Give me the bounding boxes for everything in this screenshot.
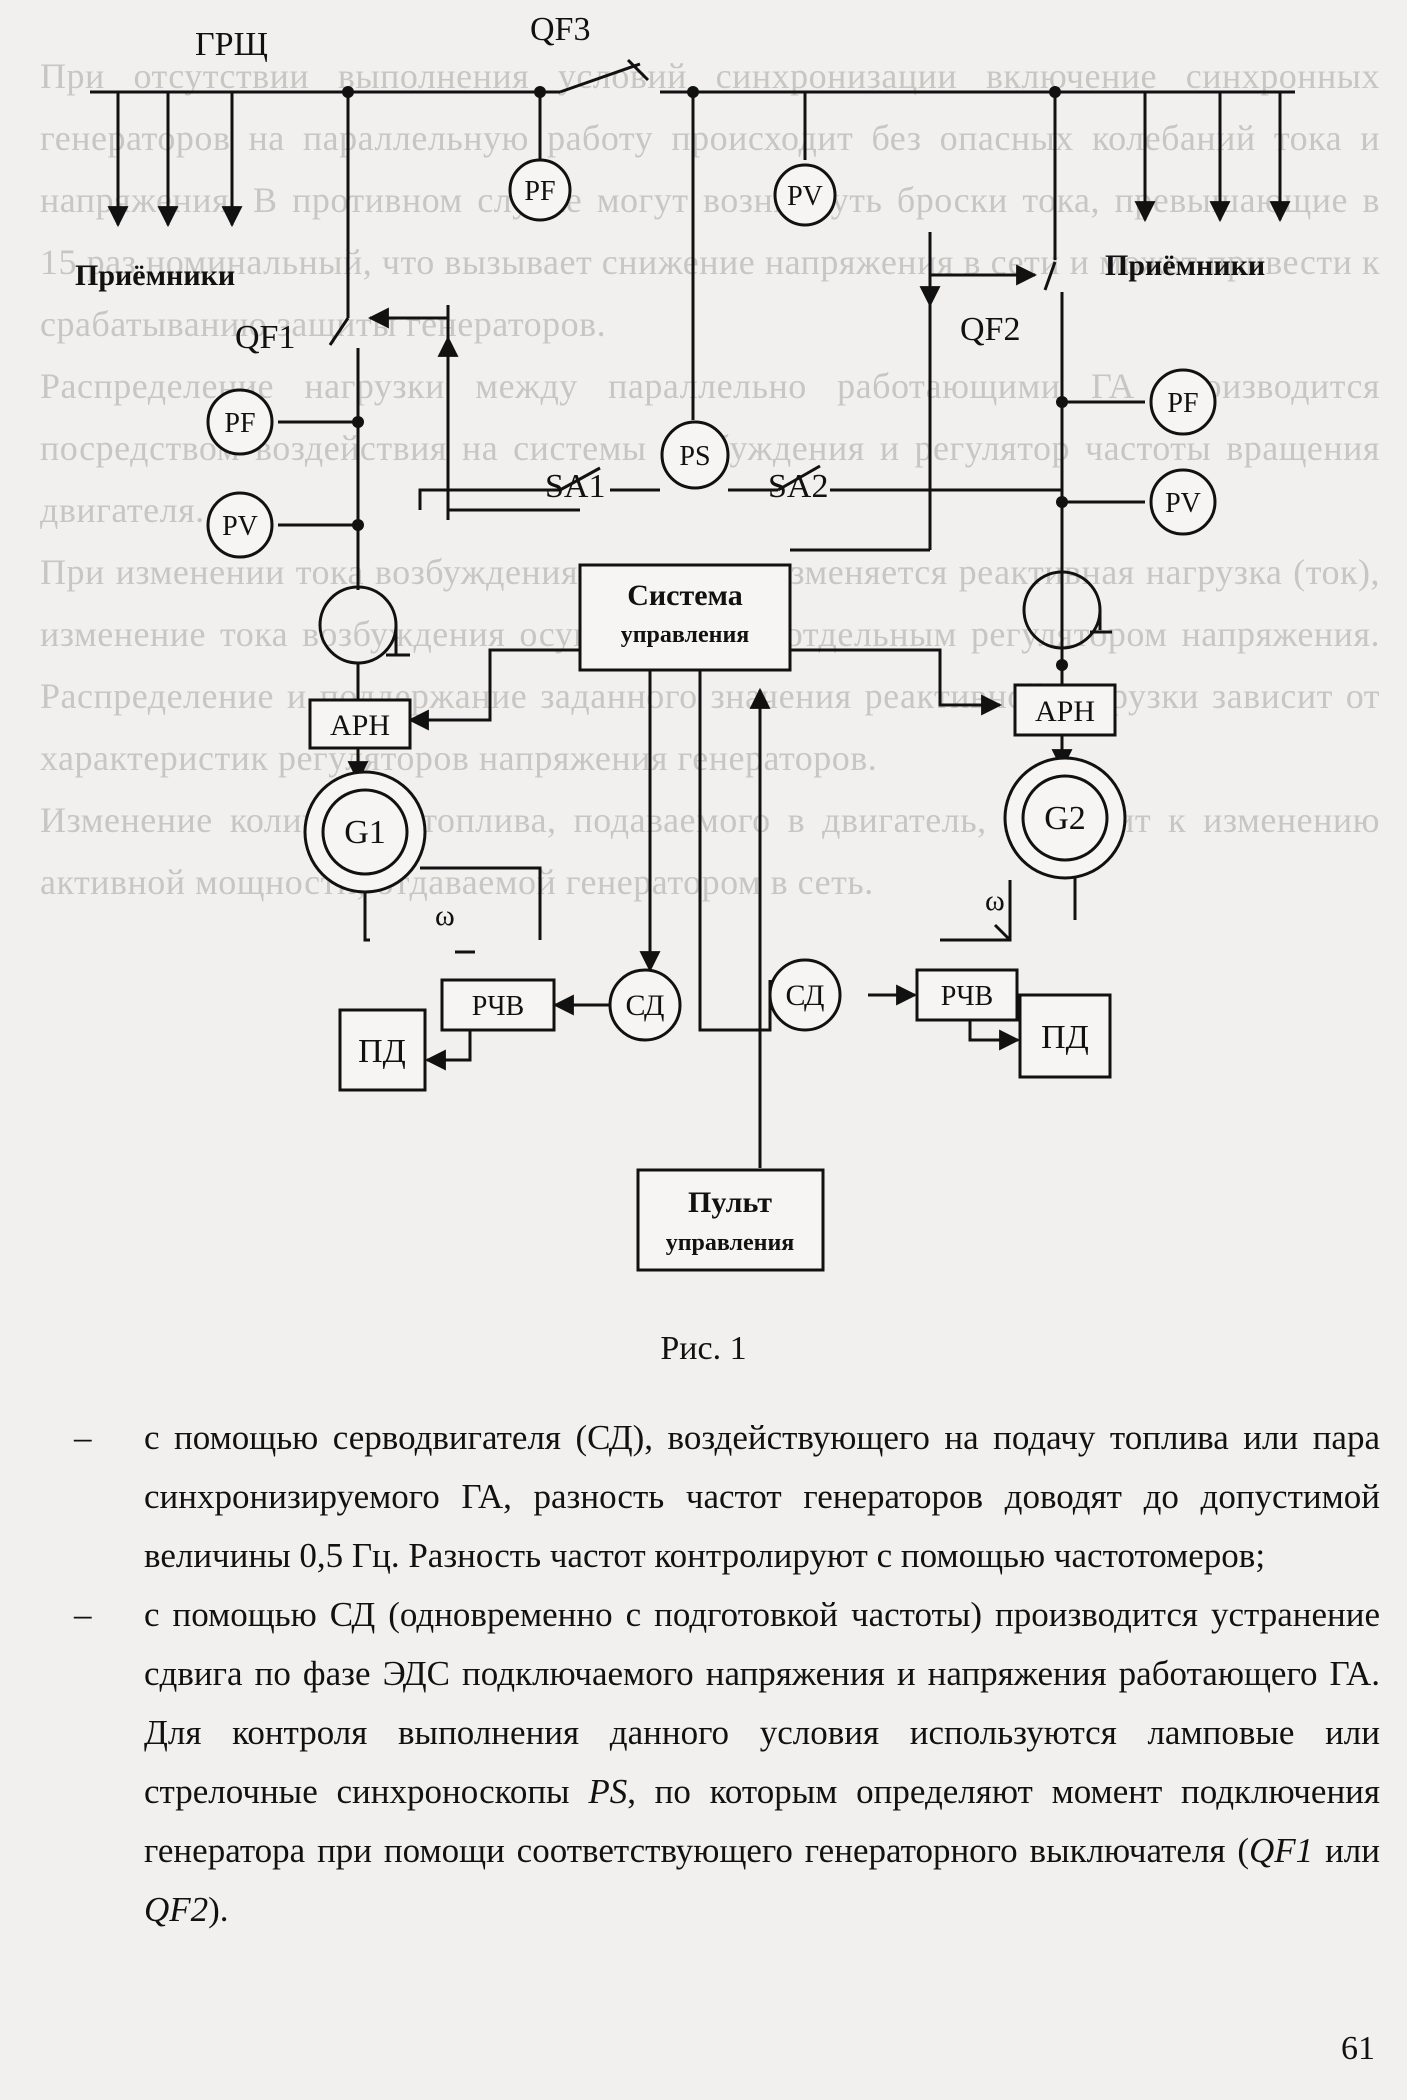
rchv-right-label: РЧВ (941, 981, 993, 1012)
arn-left-box (308, 698, 412, 750)
pd-left-box (338, 1008, 427, 1092)
qf3-switch (559, 62, 641, 94)
qf3-label: QF3 (530, 11, 590, 48)
bullet-text-end: ). (208, 1890, 229, 1929)
ps-synchroscope (660, 420, 730, 490)
junction-dot (687, 86, 699, 98)
control-system-line2: управления (621, 622, 750, 648)
sd-right-servomotor (768, 958, 842, 1032)
control-panel-line1: Пульт (688, 1186, 772, 1219)
qf2-switch (1043, 261, 1057, 291)
sa2-switch (777, 464, 821, 492)
junction-dot (342, 86, 354, 98)
control-panel-box (636, 1168, 825, 1272)
qf1-switch (328, 317, 350, 346)
page-number: 61 (1341, 2030, 1375, 2067)
junction-dot (1056, 659, 1068, 671)
g2-omega-tick (993, 923, 1012, 942)
junction-dot (1056, 396, 1068, 408)
g2-generator-inner (1021, 774, 1109, 862)
sd-left-servomotor (608, 968, 682, 1042)
receivers-right-label: Приёмники (1105, 249, 1265, 282)
control-system-line1: Система (627, 579, 743, 612)
rchv-left-label: РЧВ (472, 991, 524, 1022)
junction-dot (1056, 496, 1068, 508)
system-to-arn-left (407, 648, 580, 731)
pv-left-meter (206, 491, 274, 559)
qf2-label: QF2 (960, 311, 1020, 348)
omega-left-label: ω (435, 899, 455, 932)
pv-left-label: PV (222, 511, 258, 542)
pf-right-meter (1149, 368, 1217, 436)
current-transformer-left (318, 585, 398, 665)
rchv-right-to-pd (968, 1020, 1021, 1051)
g1-shaft (363, 890, 370, 942)
qf1-term: QF1 (1249, 1831, 1314, 1870)
pd-right-box (1018, 993, 1112, 1079)
pv-right-meter (1149, 468, 1217, 536)
list-item: – с помощью серводвигателя (СД), воздейс… (60, 1408, 1380, 1585)
receivers-left-label: Приёмники (75, 259, 235, 292)
pv-top-meter (773, 163, 837, 227)
omega-right-label: ω (985, 884, 1005, 917)
arn-left-label: АРН (330, 709, 390, 742)
ps-term: PS (588, 1772, 628, 1811)
junction-dot (1049, 86, 1061, 98)
sd-right-label: СД (786, 979, 825, 1012)
junction-dot (352, 519, 364, 531)
g2-label: G2 (1044, 800, 1086, 837)
g1-omega-line (420, 866, 542, 940)
arn-right-label: АРН (1035, 695, 1095, 728)
bullet-dash: – (74, 1595, 92, 1634)
qf1-control-line (367, 307, 450, 355)
g1-generator-inner (321, 788, 409, 876)
sa1-label: SA1 (545, 468, 605, 505)
grsch-label: ГРЩ (195, 26, 268, 63)
rchv-left-box (440, 978, 556, 1032)
sa2-label: SA2 (768, 468, 828, 505)
control-system-box (578, 563, 792, 672)
pd-right-label: ПД (1041, 1019, 1089, 1056)
qf1-label: QF1 (235, 319, 295, 356)
pv-right-label: PV (1165, 488, 1201, 519)
pd-left-label: ПД (358, 1033, 406, 1070)
bullet-text-start: с помощью СД (одновременно с подготовкой… (144, 1595, 1380, 1811)
ps-label: PS (679, 441, 710, 472)
pf-left-meter (206, 388, 274, 456)
pv-top-label: PV (787, 181, 823, 212)
g1-label: G1 (344, 814, 386, 851)
bleed-through-text: При отсутствии выполнения условий синхро… (40, 56, 1380, 902)
bullet-dash: – (74, 1418, 92, 1457)
pf-right-label: PF (1167, 388, 1198, 419)
pf-top-meter (508, 158, 572, 222)
arn-right-box (1013, 683, 1117, 737)
circuit-diagram: ГРЩ QF3 Приёмники Приёмники QF1 QF2 SA1 … (75, 11, 1295, 1272)
junction-dot (534, 86, 546, 98)
rchv-right-box (915, 968, 1019, 1022)
system-to-arn-right (790, 648, 1003, 716)
bullet-text: с помощью серводвигателя (СД), воздейств… (144, 1418, 1380, 1575)
pf-left-label: PF (224, 408, 255, 439)
qf3-mark (626, 58, 650, 82)
bullet-text-middle: , по которым определяют момент подключен… (144, 1772, 1381, 1870)
sa1-line (418, 488, 560, 510)
sd-left-label: СД (626, 989, 665, 1022)
bullet-list: – с помощью серводвигателя (СД), воздейс… (60, 1408, 1380, 1939)
bullet-text-or: или (1313, 1831, 1380, 1870)
pf-top-label: PF (524, 176, 555, 207)
figure-caption: Рис. 1 (660, 1330, 747, 1367)
sa1-switch (559, 466, 601, 492)
list-item: – с помощью СД (одновременно с подготовк… (60, 1585, 1380, 1939)
rchv-left-to-pd (424, 1030, 472, 1071)
qf2-term: QF2 (144, 1890, 209, 1929)
control-panel-line2: управления (666, 1230, 795, 1256)
junction-dot (352, 416, 364, 428)
